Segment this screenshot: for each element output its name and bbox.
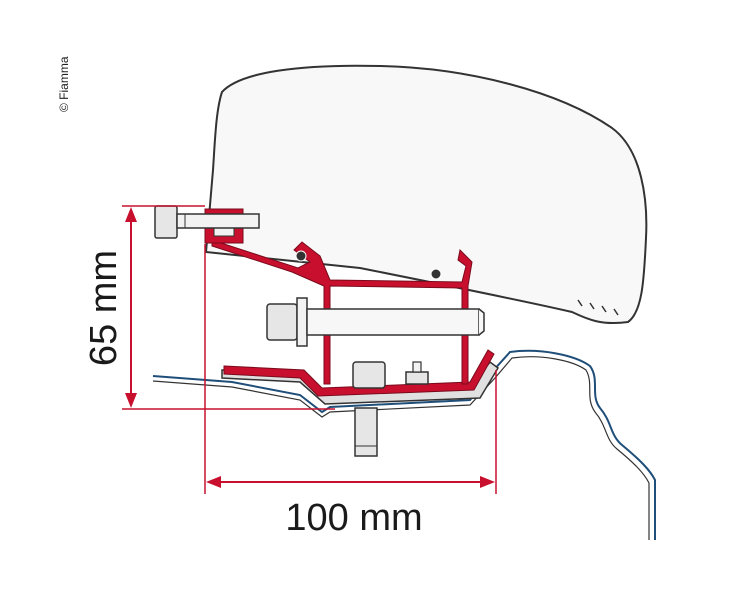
copyright-text: © Fiamma bbox=[57, 56, 71, 112]
width-arrow-right bbox=[480, 476, 495, 488]
height-arrow-top bbox=[125, 207, 137, 222]
width-dimension: 100 mm bbox=[204, 244, 497, 539]
main-bolt-washer bbox=[296, 297, 308, 347]
roof-profile-inner bbox=[152, 356, 650, 540]
height-label: 65 mm bbox=[83, 250, 125, 366]
clamp-bolt-shaft bbox=[176, 213, 260, 229]
main-bolt-shaft bbox=[306, 308, 480, 336]
roof-profile bbox=[152, 349, 656, 540]
screw-dot-left bbox=[295, 250, 307, 262]
height-dimension: 65 mm bbox=[83, 205, 335, 410]
screw-dot-right bbox=[430, 268, 442, 280]
width-arrow-left bbox=[206, 476, 221, 488]
height-arrow-bottom bbox=[125, 393, 137, 408]
small-nut bbox=[405, 371, 429, 385]
width-label: 100 mm bbox=[285, 497, 422, 539]
bracket-upper-frame bbox=[211, 217, 473, 385]
vertical-bolt bbox=[354, 407, 378, 457]
main-bolt-end bbox=[478, 308, 485, 336]
housing-notches bbox=[577, 299, 619, 316]
clamp-bolt-head bbox=[154, 205, 178, 239]
inner-bolt-head bbox=[352, 361, 386, 389]
small-stud bbox=[412, 361, 422, 373]
main-bolt-nut bbox=[266, 303, 298, 341]
